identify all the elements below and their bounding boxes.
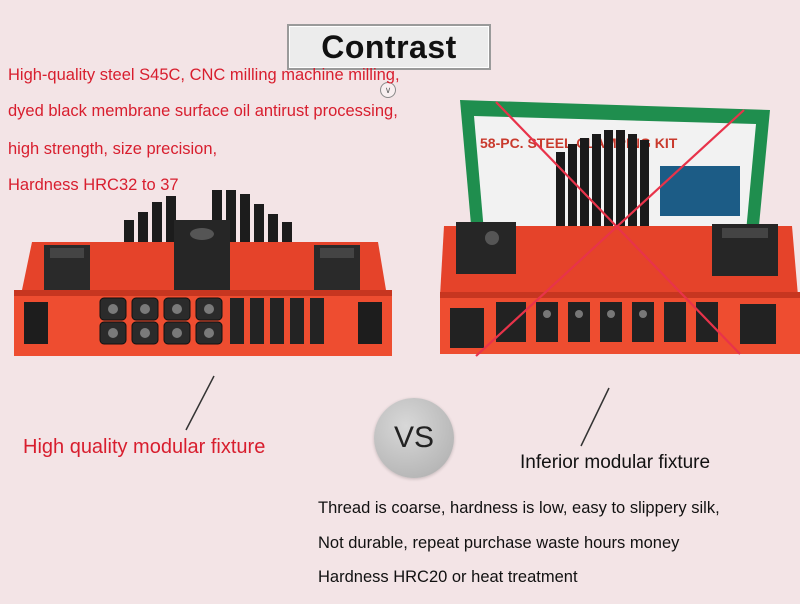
pointer-line-icon — [185, 375, 215, 431]
vs-label: VS — [393, 421, 435, 454]
inferior-caption: Inferior modular fixture — [520, 452, 711, 473]
right-desc-line-2: Not durable, repeat purchase waste hours… — [318, 534, 680, 552]
left-desc-line-2: dyed black membrane surface oil antirust… — [8, 102, 398, 120]
page-title: Contrast — [321, 28, 457, 65]
right-desc-line-1: Thread is coarse, hardness is low, easy … — [318, 499, 720, 517]
cross-mark-icon — [475, 101, 745, 357]
pointer-line-icon — [580, 387, 610, 447]
vs-badge: VS — [374, 398, 454, 478]
quality-fixture-image — [14, 190, 392, 356]
left-desc-line-3: high strength, size precision, — [8, 140, 218, 158]
left-desc-line-4: Hardness HRC32 to 37 — [8, 176, 179, 194]
left-desc-line-1: High-quality steel S45C, CNC milling mac… — [8, 66, 400, 84]
quality-caption: High quality modular fixture — [23, 436, 266, 458]
chevron-down-icon[interactable]: ∨ — [380, 82, 396, 98]
title-box: Contrast — [287, 24, 491, 70]
right-desc-line-3: Hardness HRC20 or heat treatment — [318, 568, 578, 586]
inferior-fixture-image: 58-PC. STEEL CLAMPING KIT — [440, 100, 800, 357]
